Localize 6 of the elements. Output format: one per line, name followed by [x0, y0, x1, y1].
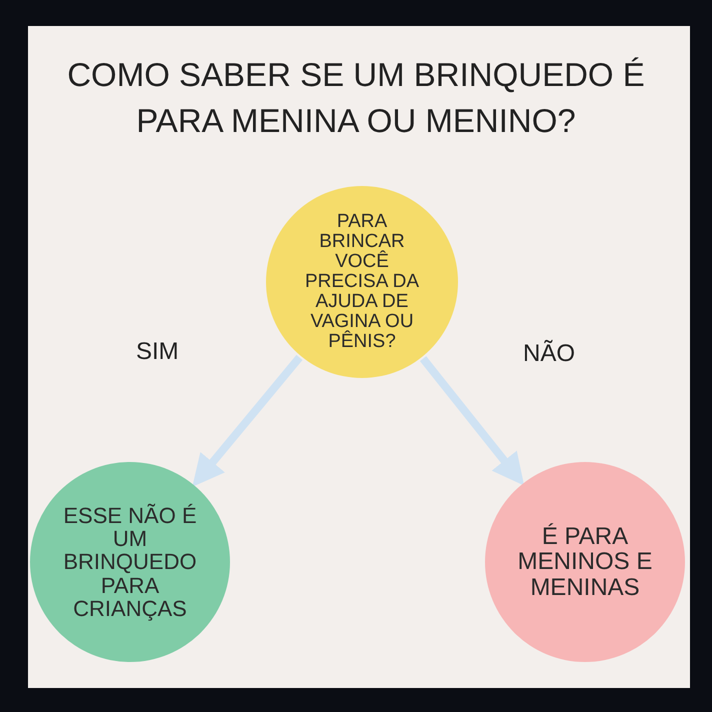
node-text: PARA BRINCAR VOCÊ PRECISA DA AJUDA DE VAGINA OU PÊNIS? [304, 212, 420, 352]
node-text: É PARA MENINOS E MENINAS [516, 524, 654, 600]
arrow [420, 356, 524, 486]
node-text: ESSE NÃO É UM BRINQUEDO PARA CRIANÇAS [62, 504, 198, 620]
arrow [192, 354, 303, 487]
title: COMO SABER SE UM BRINQUEDO É PARA MENINA OU MENINO? [66, 55, 646, 141]
